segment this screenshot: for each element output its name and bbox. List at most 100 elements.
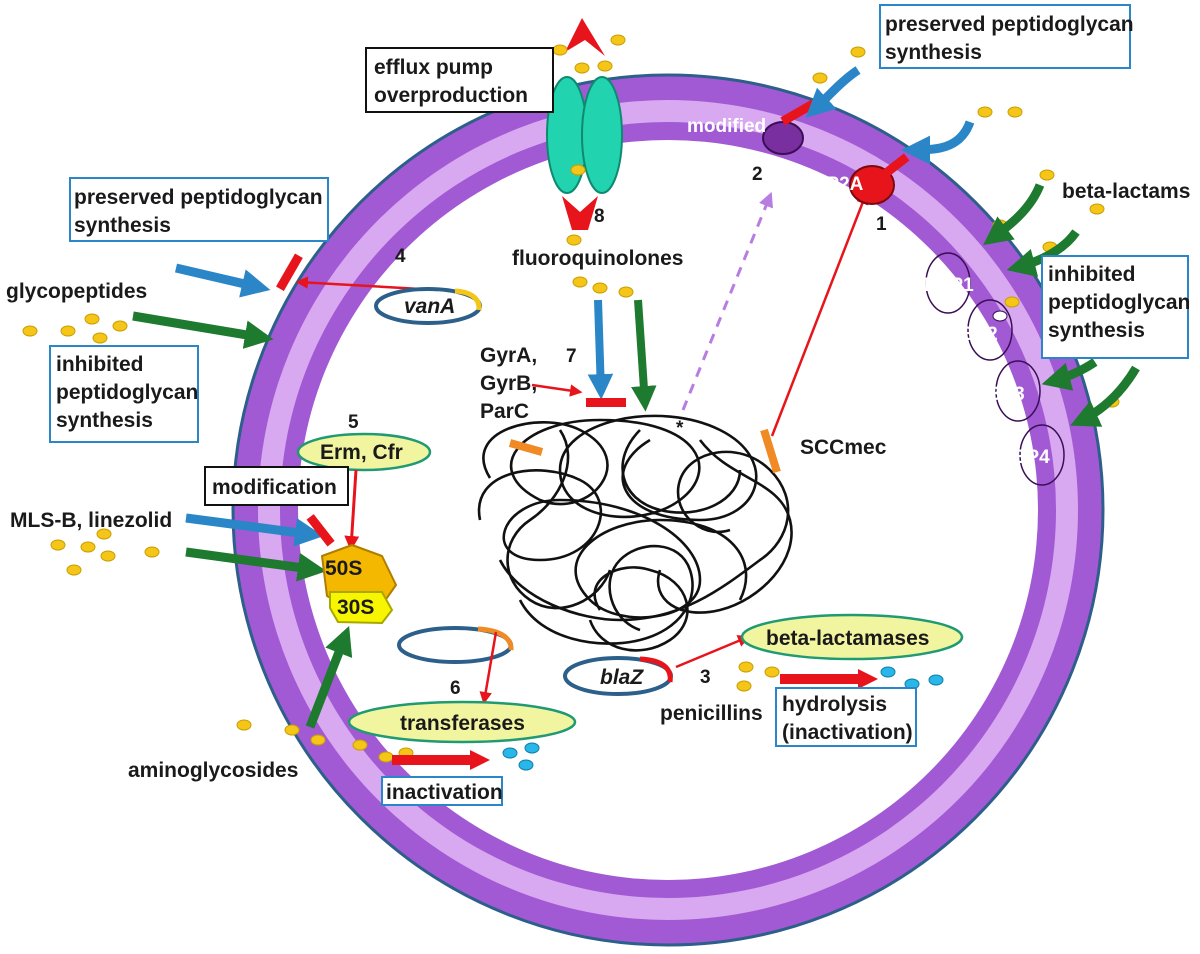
preserved-left-label-line2: synthesis [74, 214, 171, 237]
glycopeptide-molecules [22, 313, 128, 344]
plasmid-to-transferase-arrow [479, 631, 498, 705]
glycopeptide-block-bar [276, 253, 303, 291]
mechanism-number-2: 2 [752, 164, 763, 185]
mechanism-number-3: 3 [700, 667, 711, 688]
modified-pbp-label-line1: modified [687, 116, 766, 137]
inhibited-right-label-line3: synthesis [1048, 319, 1145, 342]
pbp2-bound-molecule [992, 310, 1008, 322]
hydrolysis-label-line1: hydrolysis [782, 693, 887, 716]
bacterial-cell [231, 73, 1105, 947]
vana-gene [454, 288, 482, 311]
blaz-gene [639, 656, 673, 683]
beta-lactamases-label: beta-lactamases [766, 627, 929, 650]
pbp3-protein [995, 360, 1041, 422]
mechanism-number-6: 6 [450, 678, 461, 699]
ribosome-30s-label: 30S [337, 596, 374, 619]
pbp2-protein [967, 299, 1013, 361]
pbp4-label: PBP4 [1000, 447, 1050, 468]
beta-lactams-label: beta-lactams [1062, 180, 1190, 203]
chromosome-asterisk: * [676, 418, 684, 439]
preserved-top-label-box [879, 4, 1131, 69]
aminoglycoside-molecules [236, 719, 414, 763]
aminoglycosides-label: aminoglycosides [128, 759, 298, 782]
beta-lactam-green-arrow-4 [1070, 365, 1140, 427]
ribosome-50s-label: 50S [325, 557, 362, 580]
mlsb-linezolid-label: MLS-B, linezolid [10, 509, 172, 532]
efflux-label-line1: efflux pump [374, 56, 493, 79]
modification-label-box [204, 466, 349, 506]
hydrolysis-label-line2: (inactivation) [782, 721, 913, 744]
transferase-inactivated-molecules [502, 742, 540, 771]
penicillin-molecules [736, 661, 780, 692]
fluoroquinolone-green-arrow [631, 299, 657, 412]
blaz-label: blaZ [600, 666, 644, 689]
efflux-label-line2: overproduction [374, 84, 528, 107]
pbp4-protein [1019, 424, 1065, 486]
glycopeptide-blue-arrow [174, 263, 271, 298]
sccmec-label: SCCmec [800, 436, 887, 459]
fluoroquinolones-label: fluoroquinolones [512, 247, 683, 270]
transferase-gene [477, 626, 514, 651]
gyrase-mutation-arrow [531, 383, 583, 397]
preserved-left-label-line1: preserved peptidoglycan [74, 186, 323, 209]
inactivation-label-box [381, 776, 503, 806]
transferase-inactivation-arrow-head [470, 750, 490, 770]
blaz-to-beta-lactamases-arrow [675, 635, 751, 669]
gyra-label: GyrA, [480, 344, 537, 367]
efflux-pump-right-lobe [581, 76, 623, 194]
inactivation-label: inactivation [386, 781, 503, 804]
erm-cfr-enzyme [296, 432, 432, 472]
efflux-out-arrow [565, 18, 605, 56]
mlsb-blue-arrow [185, 513, 324, 547]
pbp2a-drug-molecule-1 [977, 106, 993, 118]
hydrolysis-arrow-shaft [780, 674, 860, 684]
glycopeptides-label: glycopeptides [6, 280, 147, 303]
inhibited-left-label-line2: peptidoglycan [56, 381, 198, 404]
hydrolyzed-molecules [880, 666, 944, 690]
ribosome-30s-subunit [329, 591, 394, 625]
mechanism-number-4: 4 [395, 246, 406, 267]
modified-pbp-drug-molecule-1 [812, 72, 828, 84]
fluoroquinolone-blue-arrow [587, 299, 614, 400]
mlsb-green-arrow [185, 547, 327, 582]
chromosome-to-modified-pbp-arrow [681, 191, 773, 411]
inhibited-right-label-line2: peptidoglycan [1048, 291, 1190, 314]
inhibited-left-label-line1: inhibited [56, 353, 144, 376]
mechanism-number-5: 5 [348, 412, 359, 433]
gyrb-label: GyrB, [480, 372, 537, 395]
erm-to-50s-arrow [344, 469, 360, 551]
modified-pbp-drug-molecule-2 [850, 46, 866, 58]
mlsb-molecules [50, 528, 160, 576]
inhibited-left-label-box [49, 345, 199, 443]
pbp2a-blue-arrow [901, 120, 975, 165]
glycopeptide-green-arrow [132, 311, 274, 349]
chromosome-gene-left [508, 439, 544, 456]
sccmec-gene [760, 428, 781, 474]
modified-pbp-label-line2: PBP [687, 144, 726, 165]
beta-lactam-green-arrow-3 [1041, 358, 1098, 391]
transferases-label: transferases [400, 712, 525, 735]
modification-label: modification [212, 476, 337, 499]
ribosome-block-bar [306, 514, 335, 547]
mechanism-number-8: 8 [594, 206, 605, 227]
vana-label: vanA [404, 295, 455, 318]
beta-lactam-green-arrow-1 [983, 183, 1045, 246]
pbp2-label: PBP2 [948, 324, 998, 345]
preserved-left-label-box [69, 177, 329, 242]
pbp1-protein [925, 252, 971, 314]
modified-pbp-protein [762, 121, 804, 155]
hydrolysis-label-box [775, 687, 917, 747]
erm-cfr-label: Erm, Cfr [320, 441, 403, 464]
efflux-drug-molecule [570, 164, 586, 176]
inhibited-right-label-box [1041, 255, 1189, 359]
pbp1-label: PBP1 [924, 275, 974, 296]
penicillins-label: penicillins [660, 702, 763, 725]
pbp2a-drug-molecule-2 [1007, 106, 1023, 118]
transferase-inactivation-arrow-shaft [392, 755, 472, 765]
efflux-label-box [365, 47, 554, 113]
parc-label: ParC [480, 400, 529, 423]
beta-lactamases-enzyme [740, 613, 964, 661]
sccmec-to-pbp2a-arrow [770, 191, 869, 437]
gyrase-block-bar [586, 398, 626, 407]
efflux-outside-drug-molecules [552, 34, 626, 74]
